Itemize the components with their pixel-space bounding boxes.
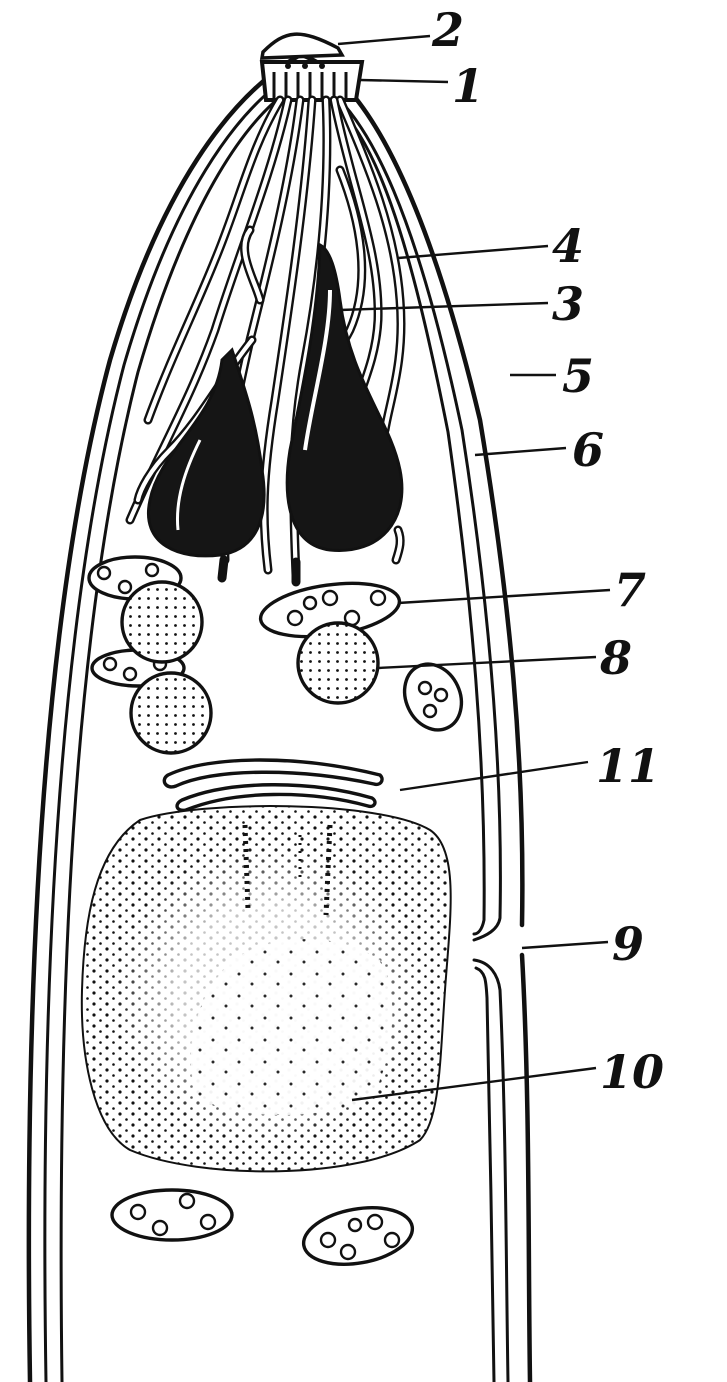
label-11: 11 [596, 739, 660, 793]
label-4: 4 [552, 219, 584, 273]
label-2: 2 [431, 3, 464, 57]
label-7: 7 [614, 563, 646, 617]
label-9: 9 [612, 917, 644, 971]
stippled-mass [82, 806, 451, 1171]
anterior-cap [262, 34, 342, 58]
label-6: 6 [572, 423, 604, 477]
label-3: 3 [552, 277, 584, 331]
stylet-knob [262, 62, 362, 100]
label-10: 10 [600, 1045, 664, 1099]
label-1: 1 [452, 59, 484, 113]
commissure [164, 760, 382, 810]
label-5: 5 [562, 349, 594, 403]
number-labels: 2 1 4 3 5 6 7 8 11 9 10 [431, 3, 664, 1099]
label-8: 8 [599, 631, 632, 685]
